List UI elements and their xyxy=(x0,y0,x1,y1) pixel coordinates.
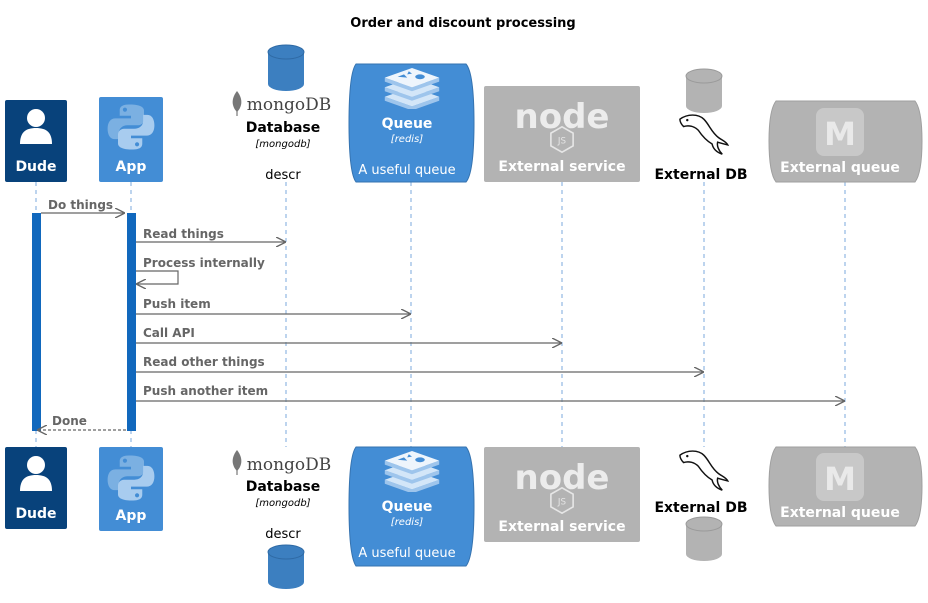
message-label: Call API xyxy=(143,326,195,340)
participant-dude-label: Dude xyxy=(15,506,56,522)
participant-external-queue-bottom[interactable]: External queue xyxy=(768,446,923,527)
participant-database-technology: [mongodb] xyxy=(255,498,310,509)
participant-external-db-label: External DB xyxy=(654,500,747,516)
participant-dude-bottom[interactable]: Dude xyxy=(5,447,67,529)
participant-database-label: Database xyxy=(246,120,321,136)
message-label: Read things xyxy=(143,227,224,241)
participant-dude-label: Dude xyxy=(15,159,56,175)
cylinder-icon xyxy=(685,516,723,561)
participant-queue-technology: [redis] xyxy=(391,134,424,145)
cylinder-icon xyxy=(267,44,305,91)
participant-database-bottom[interactable]: mongoDB Database [mongodb] descr xyxy=(232,449,332,589)
message-label: Done xyxy=(52,414,87,428)
participant-external-db-top[interactable]: External DB xyxy=(654,68,748,183)
mysql-dolphin-icon xyxy=(679,114,729,155)
message-done: Done xyxy=(38,414,126,430)
cylinder-icon xyxy=(267,544,305,589)
participant-queue-description: A useful queue xyxy=(358,546,455,561)
participant-external-queue-label: External queue xyxy=(780,160,900,176)
diagram-title: Order and discount processing xyxy=(350,16,575,31)
participant-database-top[interactable]: mongoDB Database [mongodb] descr xyxy=(232,44,332,183)
message-label: Read other things xyxy=(143,355,265,369)
participant-queue-label: Queue xyxy=(382,116,433,132)
message-push-item: Push item xyxy=(136,297,410,314)
participant-external-service-label: External service xyxy=(498,159,625,175)
message-push-another-item: Push another item xyxy=(136,384,844,401)
participant-external-service-label: External service xyxy=(498,519,625,535)
message-call-api: Call API xyxy=(136,326,561,343)
participant-app-top[interactable]: App xyxy=(99,97,163,182)
participant-external-service-top[interactable]: node External service xyxy=(484,86,640,182)
message-arrow xyxy=(136,270,179,284)
mongodb-leaf-icon xyxy=(232,90,242,116)
message-process-internally: Process internally xyxy=(136,256,265,284)
mongodb-logo: mongoDB xyxy=(247,95,332,115)
participant-queue-label: Queue xyxy=(382,499,433,515)
mongodb-logo: mongoDB xyxy=(247,455,332,475)
participant-database-technology: [mongodb] xyxy=(255,139,310,150)
message-read-other-things: Read other things xyxy=(136,355,703,372)
message-do-things: Do things xyxy=(41,198,124,213)
message-label: Push item xyxy=(143,297,211,311)
participant-database-label: Database xyxy=(246,479,321,495)
participant-queue-description: A useful queue xyxy=(358,163,455,178)
message-label: Process internally xyxy=(143,256,265,270)
participant-dude-top[interactable]: Dude xyxy=(5,100,67,182)
rabbitmq-icon xyxy=(816,108,864,156)
nodejs-logo: node xyxy=(515,97,610,137)
cylinder-icon xyxy=(685,68,723,113)
participant-queue-top[interactable]: Queue [redis] A useful queue xyxy=(348,63,475,183)
mysql-dolphin-icon xyxy=(679,450,729,491)
participant-external-db-bottom[interactable]: External DB xyxy=(654,450,748,561)
participant-app-bottom[interactable]: App xyxy=(99,447,163,531)
participant-external-queue-label: External queue xyxy=(780,505,900,521)
participant-database-description: descr xyxy=(265,168,301,183)
participant-external-db-label: External DB xyxy=(654,167,747,183)
message-label: Push another item xyxy=(143,384,268,398)
activation-dude xyxy=(32,213,41,431)
mongodb-leaf-icon xyxy=(232,449,242,475)
message-label: Do things xyxy=(48,198,113,212)
participant-external-queue-top[interactable]: External queue xyxy=(768,100,923,183)
participant-app-label: App xyxy=(116,508,147,524)
message-read-things: Read things xyxy=(136,227,285,242)
rabbitmq-icon xyxy=(816,453,864,501)
participant-database-description: descr xyxy=(265,527,301,542)
participant-external-service-bottom[interactable]: node External service xyxy=(484,447,640,542)
participant-app-label: App xyxy=(116,159,147,175)
participant-queue-bottom[interactable]: Queue [redis] A useful queue xyxy=(348,446,475,567)
nodejs-logo: node xyxy=(515,458,610,498)
participant-queue-technology: [redis] xyxy=(391,517,424,528)
activation-app xyxy=(127,213,136,431)
